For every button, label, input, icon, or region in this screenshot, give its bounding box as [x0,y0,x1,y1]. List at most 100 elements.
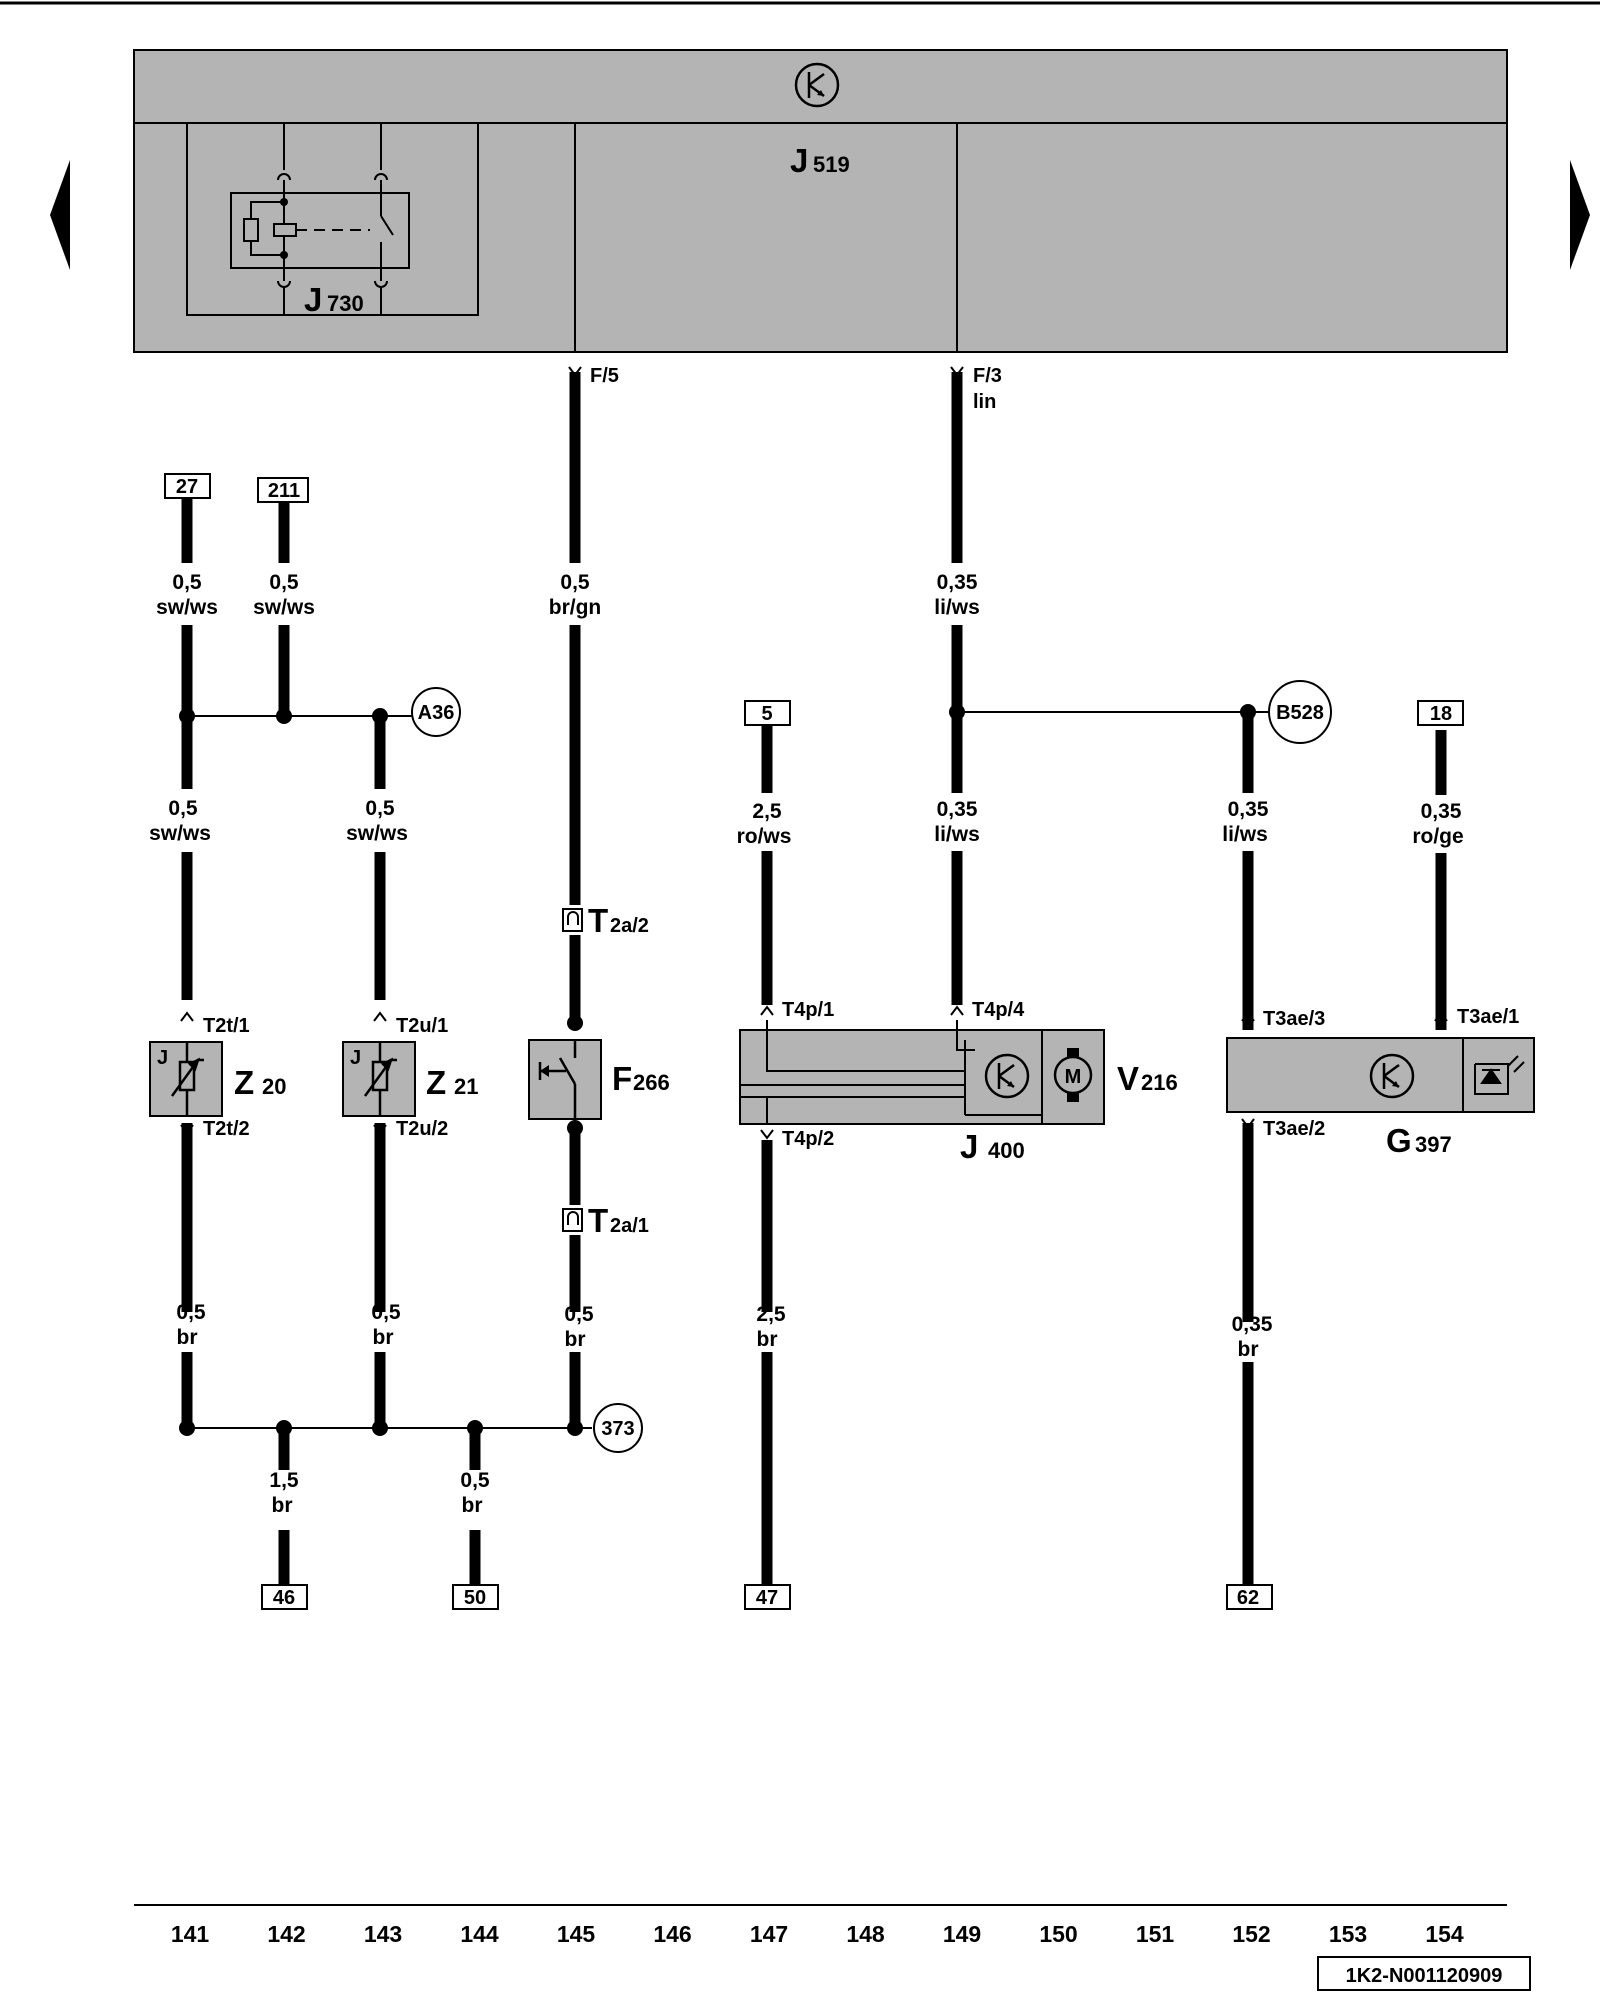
electronic-component-icon [984,1053,1030,1099]
ref-box-18[interactable]: 18 [1430,703,1452,725]
svg-text:sw/ws: sw/ws [156,596,218,619]
svg-text:0,35: 0,35 [1421,800,1462,823]
svg-text:0,5: 0,5 [564,1303,594,1326]
ref-box-5[interactable]: 5 [761,703,772,725]
svg-text:0,5: 0,5 [172,571,202,594]
svg-text:br: br [1238,1338,1259,1361]
svg-text:br: br [177,1326,198,1349]
j519-number: 519 [813,152,850,177]
svg-text:J: J [350,1047,361,1069]
j730-number: 730 [327,291,364,316]
svg-text:T2u/2: T2u/2 [396,1118,448,1140]
axis-label-142: 142 [267,1921,305,1947]
pin-f3: F/3 lin [950,365,1002,413]
svg-text:0,5: 0,5 [460,1469,490,1492]
relay-j730: J 730 [186,123,479,318]
axis-label-150: 150 [1039,1921,1077,1947]
rain-light-sensor-g397: T3ae/3 T3ae/1 T3ae/2 G 397 [1226,1006,1535,1159]
svg-text:2a/2: 2a/2 [610,915,649,937]
heater-z20: T2t/1 J T2t/2 Z 20 [149,1012,286,1140]
svg-text:T2t/2: T2t/2 [203,1118,250,1140]
axis-label-147: 147 [750,1921,788,1947]
svg-text:T: T [588,902,608,939]
g397-letter: G [1386,1122,1412,1159]
j519-letter: J [790,142,808,179]
switch-f266: F 266 [528,1039,670,1120]
axis-label-151: 151 [1136,1921,1175,1947]
axis-label-146: 146 [653,1921,691,1947]
j400-number: 400 [988,1138,1025,1163]
svg-text:0,35: 0,35 [1228,798,1269,821]
svg-text:0,35: 0,35 [937,571,978,594]
axis-label-143: 143 [364,1921,402,1947]
svg-text:0,5: 0,5 [168,797,198,820]
f266-letter: F [612,1060,632,1097]
svg-text:F/5: F/5 [590,365,619,387]
svg-text:br: br [565,1328,586,1351]
ref-box-50[interactable]: 50 [464,1587,486,1609]
svg-text:0,5: 0,5 [560,571,590,594]
svg-text:0,5: 0,5 [269,571,299,594]
f266-number: 266 [633,1070,670,1095]
axis-label-141: 141 [171,1921,210,1947]
ref-box-211[interactable]: 211 [268,480,300,502]
motor-icon: M [1053,1048,1093,1102]
connector-t2a2: T 2a/2 [562,902,649,939]
svg-text:T4p/1: T4p/1 [782,999,834,1021]
ref-box-47[interactable]: 47 [756,1587,778,1609]
z21-number: 21 [454,1074,478,1099]
svg-text:ro/ge: ro/ge [1412,825,1463,848]
svg-text:sw/ws: sw/ws [346,822,408,845]
lin-label: lin [973,391,996,413]
photodiode-icon [1474,1055,1525,1095]
wiper-motor-v216: T4p/1 T4p/4 M T4p/2 V [739,999,1178,1165]
svg-text:li/ws: li/ws [1222,823,1268,846]
ptc-resistor-icon [170,1042,204,1116]
ref-boxes[interactable] [164,473,1464,1610]
svg-text:br: br [757,1328,778,1351]
svg-text:T3ae/2: T3ae/2 [1263,1118,1325,1140]
ref-box-46[interactable]: 46 [273,1587,295,1609]
svg-text:T: T [588,1202,608,1239]
axis-label-152: 152 [1232,1921,1270,1947]
j400-letter: J [960,1128,978,1165]
svg-text:F/3: F/3 [973,365,1002,387]
ptc-resistor-icon [363,1042,397,1116]
axis-label-149: 149 [943,1921,981,1947]
z21-letter: Z [426,1064,446,1101]
svg-text:li/ws: li/ws [934,823,980,846]
electronic-component-icon [1369,1053,1415,1099]
svg-text:0,5: 0,5 [365,797,395,820]
ref-box-27[interactable]: 27 [176,476,198,498]
svg-text:T4p/4: T4p/4 [972,999,1025,1021]
svg-text:0,5: 0,5 [176,1301,206,1324]
svg-text:T2t/1: T2t/1 [203,1015,250,1037]
z20-number: 20 [262,1074,286,1099]
control-unit-j519: J 519 J 730 [133,49,1508,353]
svg-text:2a/1: 2a/1 [610,1215,649,1237]
ref-box-62[interactable]: 62 [1237,1587,1259,1609]
prev-page-arrow-icon[interactable] [50,160,70,270]
electronic-component-icon [794,62,840,108]
axis-label-148: 148 [846,1921,885,1947]
wires [181,372,1447,1585]
next-page-arrow-icon[interactable] [1570,160,1590,270]
svg-text:br: br [272,1494,293,1517]
svg-text:br: br [462,1494,483,1517]
svg-text:br: br [373,1326,394,1349]
svg-text:0,35: 0,35 [1232,1313,1273,1336]
axis-label-153: 153 [1329,1921,1367,1947]
circle-ref-a36: A36 [418,702,455,724]
svg-text:br/gn: br/gn [549,596,602,619]
svg-text:ro/ws: ro/ws [737,825,792,848]
z20-letter: Z [234,1064,254,1101]
circle-ref-b528: B528 [1276,702,1324,724]
svg-text:T3ae/3: T3ae/3 [1263,1008,1325,1030]
v216-number: 216 [1141,1070,1178,1095]
axis-label-144: 144 [460,1921,499,1947]
g397-number: 397 [1415,1132,1452,1157]
connector-t2a1: T 2a/1 [562,1202,649,1239]
svg-text:sw/ws: sw/ws [149,822,211,845]
